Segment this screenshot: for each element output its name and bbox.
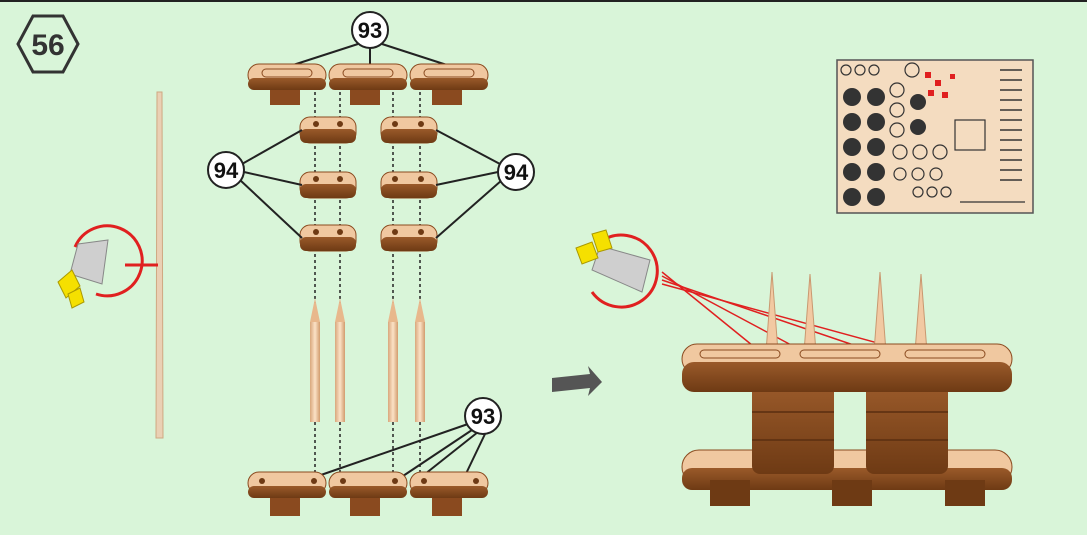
dowel-3 [388, 298, 398, 422]
photo-etch-sheet [836, 59, 1034, 214]
left-cut-marker [57, 224, 158, 309]
callout-93-top: 93 [289, 11, 451, 67]
plate-top-3 [409, 63, 489, 105]
plate-bottom-3 [409, 471, 489, 516]
callout-93-bottom: 93 [317, 397, 502, 483]
spacer-right-3 [380, 224, 438, 252]
callout-93-top-label: 93 [358, 18, 382, 43]
dowel-4 [415, 298, 425, 422]
bottom-plates [247, 471, 489, 516]
callout-93-bottom-label: 93 [471, 404, 495, 429]
knife-cut-icon [57, 239, 109, 309]
dowel-1 [310, 298, 320, 422]
dowels [310, 298, 425, 422]
guide-lines [314, 92, 421, 472]
spacers [299, 116, 438, 252]
right-cut-marker [575, 229, 919, 355]
plate-top-1 [247, 63, 327, 105]
spacer-left-3 [299, 224, 357, 252]
toothpick-icon [155, 91, 164, 439]
spacer-right-2 [380, 171, 438, 199]
spacer-left-2 [299, 171, 357, 199]
step-badge: 56 [16, 14, 80, 74]
step-number: 56 [31, 29, 64, 62]
plate-top-2 [328, 63, 408, 105]
callout-94-left-label: 94 [214, 158, 239, 183]
hexagon-step-badge-icon [16, 14, 80, 74]
spacer-left-1 [299, 116, 357, 144]
dowel-2 [335, 298, 345, 422]
top-plates [247, 63, 489, 105]
callout-94-right: 94 [435, 129, 535, 239]
spacer-right-1 [380, 116, 438, 144]
arrow-right-icon [552, 366, 602, 396]
assembled-stand [681, 271, 1013, 506]
plate-bottom-2 [328, 471, 408, 516]
knife-cut-icon [575, 229, 651, 293]
plate-bottom-1 [247, 471, 327, 516]
callout-94-left: 94 [207, 129, 303, 239]
callout-94-right-label: 94 [504, 160, 529, 185]
